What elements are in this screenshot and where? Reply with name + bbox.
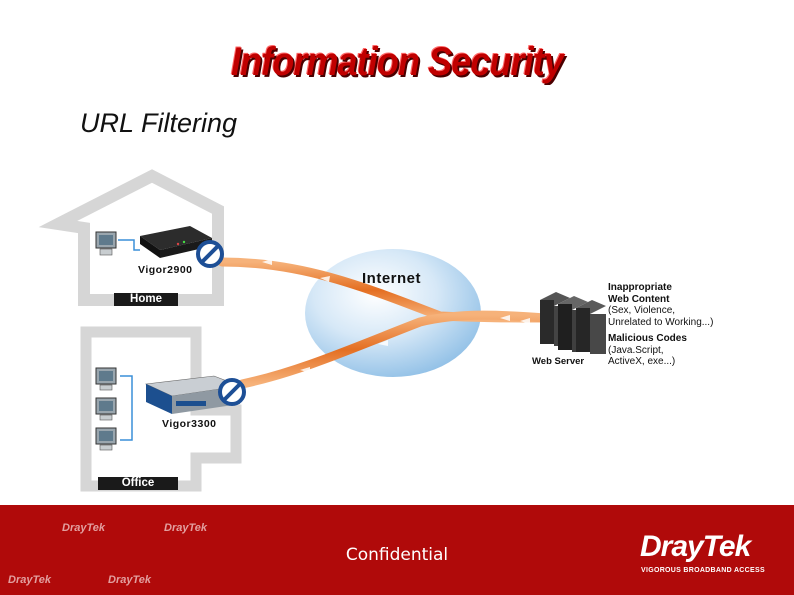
watermark-4: DrayTek [108,574,152,586]
draytek-logo: DrayTek [640,530,751,563]
slide-subtitle: URL Filtering [80,108,238,138]
vigor2900-label: Vigor2900 [138,264,193,276]
inappropriate-content-note: Inappropriate Web Content (Sex, Violence… [608,282,713,328]
watermark-2: DrayTek [164,522,208,534]
confidential-label: Confidential [345,545,449,565]
internet-label: Internet [362,270,422,287]
slide-title: Information Security [230,40,564,84]
home-pc-icon [95,231,117,256]
malicious-line-2: ActiveX, exe...) [608,356,676,367]
office-block-icon [218,378,246,406]
arrow-chevrons [262,259,530,373]
office-label: Office [98,477,178,490]
office-lan-lines [120,375,133,441]
inappropriate-line-1: (Sex, Violence, [608,305,676,316]
office-traffic-arrow [237,310,550,389]
vigor2900-router-icon [140,226,212,258]
office-pc-icons [95,367,117,451]
home-house-outline [38,169,224,306]
network-diagram [38,169,606,492]
inappropriate-heading-1: Inappropriate [608,282,672,293]
watermark-1: DrayTek [62,522,106,534]
draytek-tagline: VIGOROUS BROADBAND ACCESS [641,567,765,574]
inappropriate-line-2: Unrelated to Working...) [608,316,714,328]
malicious-codes-note: Malicious Codes (Java.Script, ActiveX, e… [608,333,687,368]
inappropriate-heading-2: Web Content [608,293,670,305]
watermark-3: DrayTek [8,574,52,586]
web-server-icon [540,292,606,354]
footer-band [0,505,794,595]
home-lan-line [118,239,140,251]
malicious-heading: Malicious Codes [608,333,687,344]
vigor3300-label: Vigor3300 [162,418,217,430]
home-label: Home [114,293,178,306]
malicious-line-1: (Java.Script, [608,344,664,356]
home-block-icon [196,240,224,268]
web-server-label: Web Server [532,356,585,367]
